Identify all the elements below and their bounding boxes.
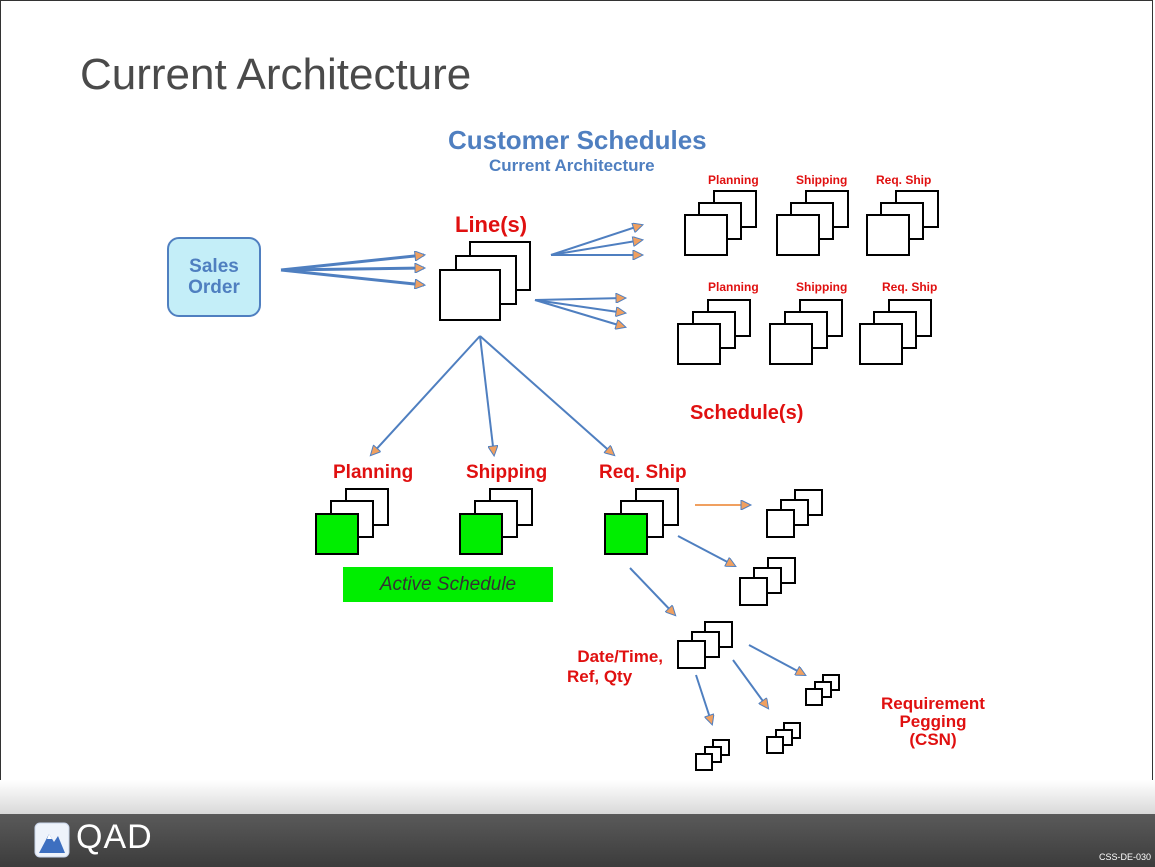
small-stack-right bbox=[766, 489, 823, 538]
bottom-planning-stack bbox=[315, 488, 389, 555]
reqship-out-arrows bbox=[629, 505, 750, 615]
active-schedule-bar: Active Schedule bbox=[343, 567, 553, 602]
top-reqship-label: Req. Ship bbox=[876, 173, 932, 187]
bottom-planning-label: Planning bbox=[333, 462, 414, 483]
date-time-label-1: Date/Time, bbox=[577, 647, 663, 666]
top-shipping-stack bbox=[776, 190, 849, 256]
lines-label: Line(s) bbox=[455, 212, 528, 237]
pegging-label-1: Requirement bbox=[881, 694, 985, 713]
mid-planning-stack bbox=[677, 299, 751, 365]
sales-to-lines-arrows bbox=[280, 255, 424, 285]
bottom-shipping-label: Shipping bbox=[466, 462, 548, 483]
bottom-shipping-stack bbox=[459, 488, 533, 555]
peg-stack-left bbox=[695, 739, 730, 771]
bottom-reqship-stack bbox=[604, 488, 679, 555]
mid-schedule-stacks bbox=[677, 299, 932, 365]
lines-to-top-arrows bbox=[534, 225, 642, 327]
mid-shipping-stack bbox=[769, 299, 843, 365]
schedules-label: Schedule(s) bbox=[690, 402, 804, 424]
diagram-title: Customer Schedules bbox=[448, 125, 707, 155]
mid-reqship-label: Req. Ship bbox=[882, 280, 938, 294]
top-planning-label: Planning bbox=[708, 173, 759, 187]
active-schedule-label: Active Schedule bbox=[379, 573, 517, 595]
slide-frame bbox=[0, 0, 1153, 813]
pegging-label-2: Pegging bbox=[899, 712, 967, 731]
mid-planning-label: Planning bbox=[708, 280, 759, 294]
lines-stack bbox=[439, 241, 531, 321]
qad-logo-icon bbox=[34, 822, 70, 858]
slide-title: Current Architecture bbox=[80, 50, 472, 99]
bottom-reqship-label: Req. Ship bbox=[599, 462, 687, 483]
footer-bar bbox=[0, 814, 1155, 867]
top-schedule-stacks bbox=[684, 190, 939, 256]
sales-order-label-2: Order bbox=[188, 277, 240, 298]
footer-gradient bbox=[0, 780, 1155, 814]
peg-stack-right bbox=[805, 674, 840, 706]
pegging-stacks bbox=[695, 674, 840, 771]
diagram-subtitle: Current Architecture bbox=[489, 156, 655, 175]
mid-reqship-stack bbox=[859, 299, 932, 365]
mid-shipping-label: Shipping bbox=[796, 280, 848, 294]
top-reqship-stack bbox=[866, 190, 939, 256]
pegging-label-3: (CSN) bbox=[909, 730, 957, 749]
pegging-label: Requirement Pegging (CSN) bbox=[868, 695, 998, 749]
small-stack-mid bbox=[739, 557, 796, 606]
top-planning-stack bbox=[684, 190, 757, 256]
date-time-label-2: Ref, Qty bbox=[567, 667, 633, 686]
pegging-arrows bbox=[695, 644, 805, 724]
lines-to-bottom-arrows bbox=[371, 335, 614, 455]
top-shipping-label: Shipping bbox=[796, 173, 848, 187]
bottom-schedule-stacks bbox=[315, 488, 679, 555]
sales-order-label-1: Sales bbox=[189, 256, 239, 277]
date-time-label: Date/Time, Ref, Qty bbox=[555, 647, 663, 687]
peg-stack-mid bbox=[766, 722, 801, 754]
qad-logo-text: QAD bbox=[76, 818, 153, 856]
slide-code: CSS-DE-030 bbox=[1098, 852, 1151, 862]
small-schedule-stacks bbox=[677, 489, 823, 669]
sales-order-box: Sales Order bbox=[167, 237, 261, 317]
date-time-stack bbox=[677, 621, 733, 669]
